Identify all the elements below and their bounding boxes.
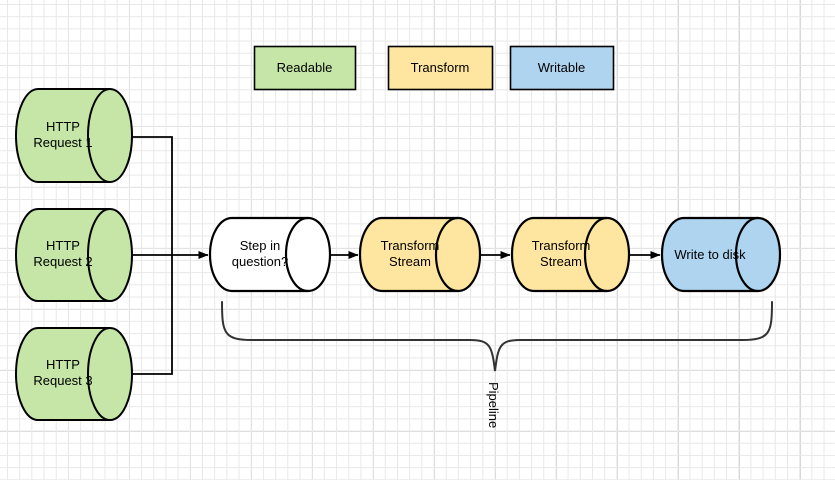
connector-requests-merge — [133, 136, 209, 375]
cylinder-step-in-question — [208, 216, 332, 293]
pipeline-brace — [221, 301, 773, 372]
legend-box-writable — [509, 45, 615, 91]
cylinder-http-request-2 — [15, 208, 133, 302]
cylinder-http-request-3 — [15, 327, 133, 421]
cylinder-write-to-disk — [660, 216, 782, 293]
cylinder-http-request-1 — [15, 88, 133, 183]
cylinder-transform-stream-1 — [358, 216, 482, 293]
legend-box-transform — [387, 45, 494, 91]
legend-group — [253, 45, 615, 91]
legend-box-readable — [253, 45, 357, 91]
cylinder-transform-stream-2 — [510, 216, 631, 293]
